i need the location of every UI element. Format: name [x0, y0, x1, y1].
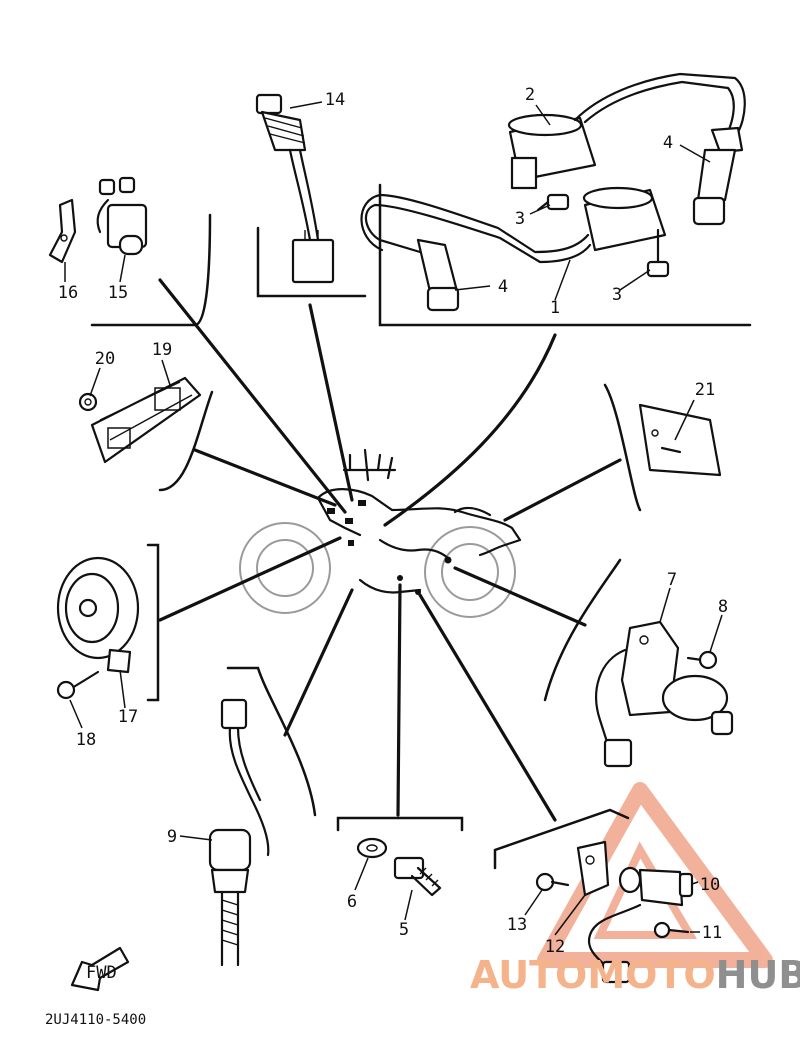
callout-1: 1: [550, 298, 560, 318]
part-20-nut: [78, 392, 98, 412]
callout-10: 10: [700, 875, 720, 895]
callout-16: 16: [58, 283, 78, 303]
part-17-horn: [56, 556, 140, 674]
part-code: 2UJ4110-5400: [45, 1012, 146, 1028]
callout-lines: [158, 278, 622, 822]
callout-6: 6: [347, 892, 357, 912]
part-13-bolt: [535, 872, 570, 892]
part-3-bolt-lower: [646, 228, 670, 278]
part-4-plug-cap-left: [416, 238, 460, 312]
motorcycle-outline: [239, 448, 522, 618]
callout-15: 15: [108, 283, 128, 303]
part-11-screw: [653, 921, 690, 939]
fwd-arrow-icon: FWD: [70, 946, 130, 992]
part-15-relay: [96, 176, 148, 256]
part-19-reflector: [90, 376, 202, 464]
callout-18: 18: [76, 730, 96, 750]
callout-12: 12: [545, 937, 565, 957]
part-6-washer: [356, 837, 388, 859]
callout-13: 13: [507, 915, 527, 935]
callout-3-lower: 3: [612, 285, 622, 305]
watermark-text: AUTOMOTOHUB: [470, 953, 800, 997]
label-leaders: [64, 101, 723, 936]
callout-14: 14: [325, 90, 345, 110]
callout-4-right: 4: [663, 133, 673, 153]
part-3-bolt-upper: [536, 193, 570, 212]
part-8-screw: [686, 650, 718, 670]
part-7-main-switch: [595, 620, 734, 768]
callout-21: 21: [695, 380, 715, 400]
callout-5: 5: [399, 920, 409, 940]
callout-19: 19: [152, 340, 172, 360]
callout-20: 20: [95, 349, 115, 369]
part-10-relay: [587, 866, 694, 984]
callout-8: 8: [718, 597, 728, 617]
part-1-ignition-coil: [360, 186, 667, 264]
part-5-bolt: [393, 856, 442, 897]
part-4-plug-cap-right: [692, 126, 744, 226]
part-21-reflector: [638, 403, 722, 477]
part-12-bracket: [576, 840, 610, 897]
part-18-bolt: [56, 670, 100, 700]
group-brackets: [90, 183, 752, 870]
callout-9: 9: [167, 827, 177, 847]
callout-2: 2: [525, 85, 535, 105]
callout-4-left: 4: [498, 277, 508, 297]
part-2-ignition-coil: [507, 72, 746, 190]
callout-3-upper: 3: [515, 209, 525, 229]
callout-17: 17: [118, 707, 138, 727]
callout-7: 7: [667, 570, 677, 590]
part-9-neutral-switch: [208, 698, 270, 967]
callout-11: 11: [702, 923, 722, 943]
fwd-label: FWD: [86, 963, 117, 983]
part-14-switch: [255, 93, 335, 284]
part-16-bracket: [48, 198, 77, 264]
